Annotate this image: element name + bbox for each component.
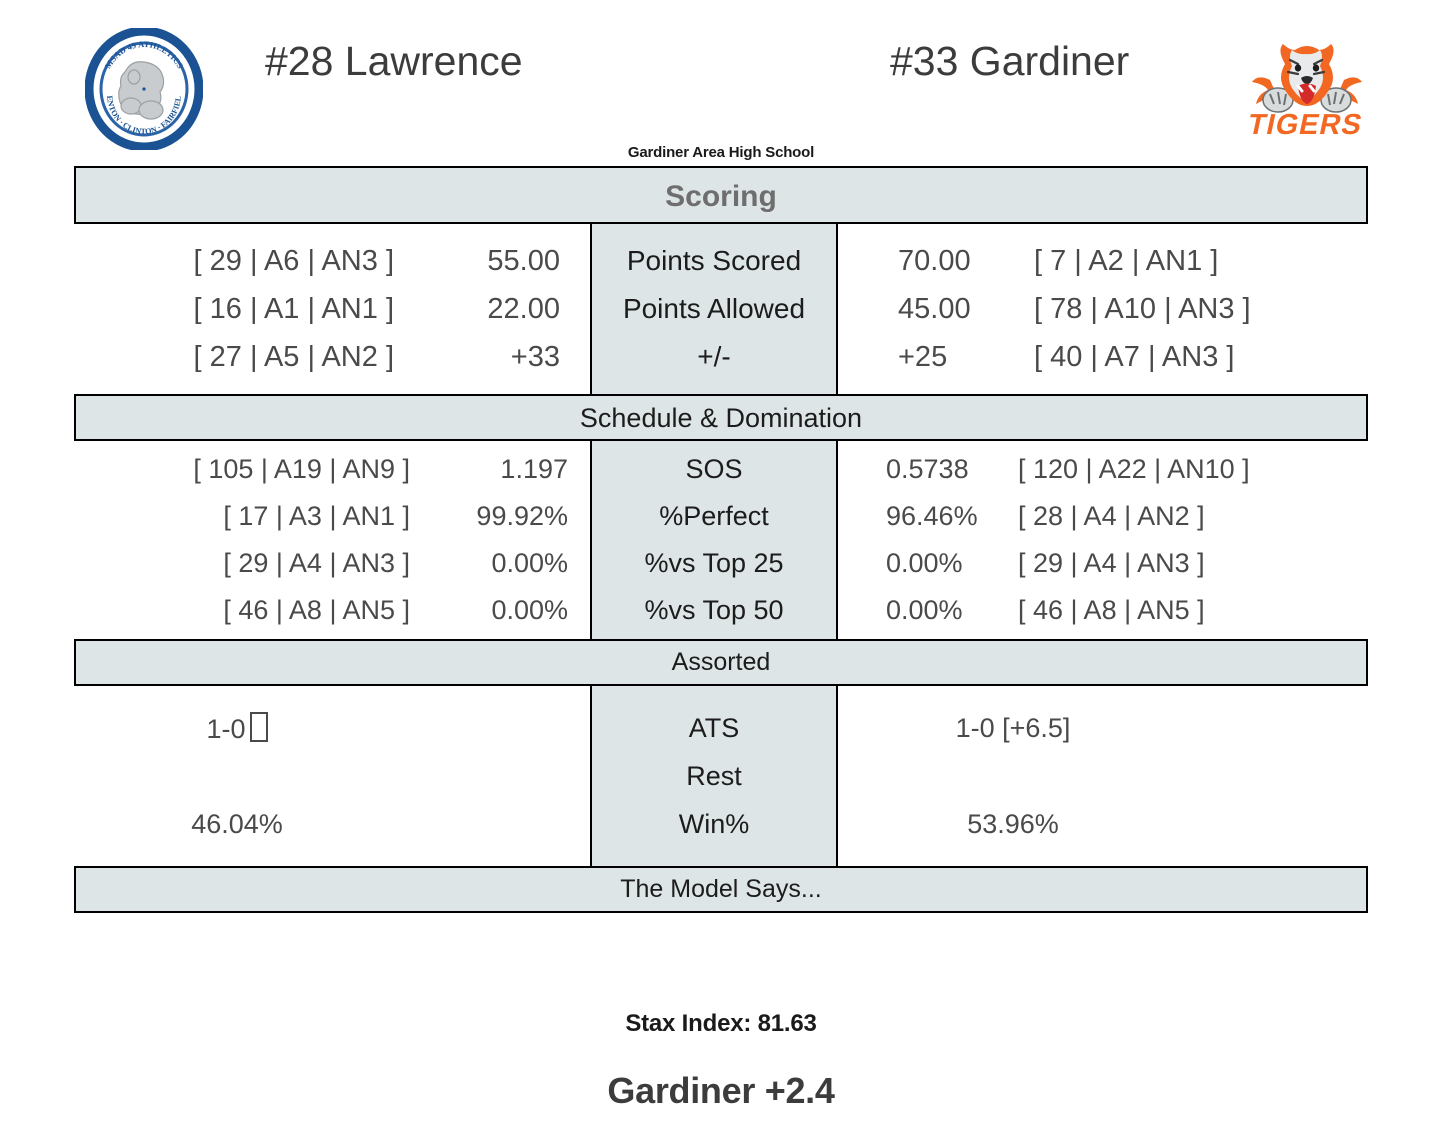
right-value: +25: [898, 340, 948, 373]
section-header-schedule: Schedule & Domination: [74, 394, 1368, 441]
right-rank: [ 7 | A2 | AN1 ]: [1034, 244, 1219, 277]
left-value: 0.00%: [491, 595, 568, 625]
left-winpct-value: 46.04%: [191, 808, 283, 839]
right-team-name: #33 Gardiner: [890, 38, 1130, 84]
table-row: Win%: [679, 800, 750, 848]
table-row: [ 46 | A8 | AN5 ] 0.00%: [74, 587, 590, 634]
table-row: [237, 752, 427, 800]
model-verdict: Gardiner +2.4: [607, 1070, 835, 1111]
section-header-model: The Model Says...: [74, 866, 1368, 913]
section-header-assorted: Assorted: [74, 639, 1368, 686]
metric-label: %vs Top 50: [644, 595, 784, 625]
left-value: 1.197: [500, 454, 568, 484]
right-value: 45.00: [898, 292, 971, 325]
table-row: [ 29 | A6 | AN3 ] 55.00: [74, 237, 590, 285]
assorted-left-column: 1-0 46.04%: [74, 686, 590, 866]
table-row: [ 16 | A1 | AN1 ] 22.00: [74, 285, 590, 333]
left-rank: [ 29 | A4 | AN3 ]: [223, 548, 410, 578]
schedule-left-column: [ 105 | A19 | AN9 ] 1.197 [ 17 | A3 | AN…: [74, 441, 590, 639]
table-row: %vs Top 50: [644, 587, 783, 634]
right-value: 0.00%: [886, 595, 963, 625]
left-value: 0.00%: [491, 548, 568, 578]
section-body-assorted: 1-0 46.04% ATS Rest Win% 1-0 [+6.5]: [74, 686, 1368, 866]
metric-label: +/-: [697, 341, 731, 372]
scoring-right-column: 70.00 [ 7 | A2 | AN1 ] 45.00 [ 78 | A10 …: [838, 224, 1368, 394]
right-value: 96.46%: [886, 501, 978, 531]
right-rank: [ 78 | A10 | AN3 ]: [1034, 292, 1251, 325]
table-row: Points Allowed: [623, 285, 805, 333]
left-value: 99.92%: [476, 501, 568, 531]
right-winpct-value: 53.96%: [967, 808, 1059, 839]
table-row: %vs Top 25: [644, 540, 783, 587]
table-row: 1-0: [206, 704, 457, 752]
left-rank: [ 27 | A5 | AN2 ]: [193, 340, 394, 373]
right-value: 0.5738: [886, 454, 969, 484]
table-row: SOS: [685, 446, 742, 493]
table-row: 1-0 [+6.5]: [956, 704, 1251, 752]
assorted-label-column: ATS Rest Win%: [590, 686, 838, 866]
table-row: 0.00% [ 46 | A8 | AN5 ]: [838, 587, 1368, 634]
metric-label: %Perfect: [659, 501, 769, 531]
metric-label: Rest: [686, 760, 742, 791]
left-value: 22.00: [487, 292, 560, 325]
section-body-schedule: [ 105 | A19 | AN9 ] 1.197 [ 17 | A3 | AN…: [74, 441, 1368, 639]
schedule-right-column: 0.5738 [ 120 | A22 | AN10 ] 96.46% [ 28 …: [838, 441, 1368, 639]
left-rank: [ 16 | A1 | AN1 ]: [193, 292, 394, 325]
table-row: [ 29 | A4 | AN3 ] 0.00%: [74, 540, 590, 587]
table-row: Rest: [686, 752, 742, 800]
metric-label: Points Allowed: [622, 293, 806, 324]
left-rank: [ 17 | A3 | AN1 ]: [223, 501, 410, 531]
right-value: 0.00%: [886, 548, 963, 578]
table-row: 96.46% [ 28 | A4 | AN2 ]: [838, 493, 1368, 540]
scoring-left-column: [ 29 | A6 | AN3 ] 55.00 [ 16 | A1 | AN1 …: [74, 224, 590, 394]
right-rank: [ 28 | A4 | AN2 ]: [1018, 501, 1205, 531]
table-row: [1013, 752, 1193, 800]
metric-label: SOS: [685, 454, 743, 484]
metric-label: Win%: [678, 808, 750, 839]
school-subtitle: Gardiner Area High School: [627, 144, 815, 161]
table-row: 45.00 [ 78 | A10 | AN3 ]: [838, 285, 1368, 333]
left-value: 55.00: [487, 244, 560, 277]
right-value: 70.00: [898, 244, 971, 277]
section-body-scoring: [ 29 | A6 | AN3 ] 55.00 [ 16 | A1 | AN1 …: [74, 224, 1368, 394]
right-rank: [ 46 | A8 | AN5 ]: [1018, 595, 1205, 625]
table-row: 0.5738 [ 120 | A22 | AN10 ]: [838, 446, 1368, 493]
lawrence-bulldogs-seal-logo: MSAD 49 ATHLETICS BENTON · CLINTON · FAI…: [82, 21, 204, 152]
metric-label: Points Scored: [626, 245, 802, 276]
table-row: +25 [ 40 | A7 | AN3 ]: [838, 333, 1368, 381]
table-row: [ 105 | A19 | AN9 ] 1.197: [74, 446, 590, 493]
right-ats-value: 1-0 [+6.5]: [955, 712, 1071, 743]
gardiner-tigers-logo: TIGERS: [1240, 32, 1374, 142]
left-value: +33: [510, 340, 560, 373]
schedule-label-column: SOS %Perfect %vs Top 25 %vs Top 50: [590, 441, 838, 639]
table-row: ATS: [689, 704, 740, 752]
table-row: 70.00 [ 7 | A2 | AN1 ]: [838, 237, 1368, 285]
table-row: Points Scored: [627, 237, 801, 285]
comparison-table: Scoring [ 29 | A6 | AN3 ] 55.00 [ 16 | A…: [74, 166, 1368, 913]
scoring-label-column: Points Scored Points Allowed +/-: [590, 224, 838, 394]
left-rank: [ 46 | A8 | AN5 ]: [223, 595, 410, 625]
left-team-name: #28 Lawrence: [265, 38, 523, 84]
right-rank: [ 40 | A7 | AN3 ]: [1034, 340, 1235, 373]
section-header-scoring: Scoring: [74, 166, 1368, 224]
metric-label: ATS: [688, 712, 740, 743]
svg-text:TIGERS: TIGERS: [1245, 108, 1366, 140]
right-rank: [ 29 | A4 | AN3 ]: [1018, 548, 1205, 578]
stax-index: Stax Index: 81.63: [625, 1010, 817, 1037]
table-row: 46.04%: [191, 800, 473, 848]
left-rank: [ 29 | A6 | AN3 ]: [193, 244, 394, 277]
table-row: +/-: [697, 333, 730, 381]
left-ats-value: 1-0: [206, 711, 457, 745]
metric-label: %vs Top 25: [644, 548, 784, 578]
assorted-right-column: 1-0 [+6.5] 53.96%: [838, 686, 1368, 866]
table-row: 0.00% [ 29 | A4 | AN3 ]: [838, 540, 1368, 587]
right-rank: [ 120 | A22 | AN10 ]: [1018, 454, 1250, 484]
table-row: %Perfect: [659, 493, 769, 540]
page-header: MSAD 49 ATHLETICS BENTON · CLINTON · FAI…: [0, 0, 1442, 161]
table-row: 53.96%: [967, 800, 1239, 848]
left-rank: [ 105 | A19 | AN9 ]: [193, 454, 410, 484]
missing-glyph-icon: [249, 711, 268, 742]
table-row: [ 17 | A3 | AN1 ] 99.92%: [74, 493, 590, 540]
table-row: [ 27 | A5 | AN2 ] +33: [74, 333, 590, 381]
